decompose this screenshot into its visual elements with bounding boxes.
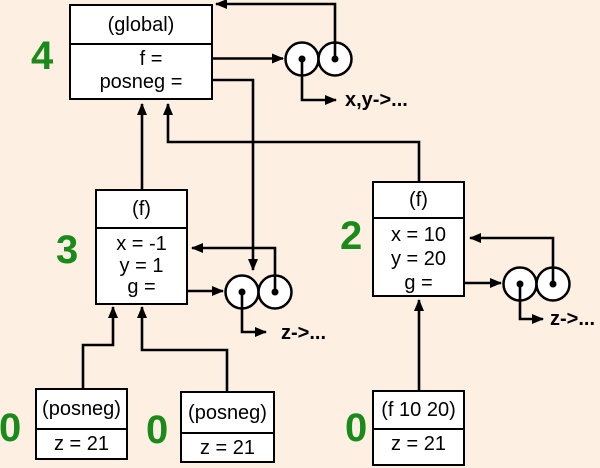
frame-posneg-call-2: (posneg) z = 21 [180, 391, 275, 463]
frame-f-call: (f 10 20) z = 21 [372, 390, 465, 466]
closure-params-label-g-left: z->... [281, 322, 327, 344]
frame-fcall-label: (f 10 20) [374, 392, 463, 430]
closure-dots [238, 55, 557, 296]
frame-posneg-call-1: (posneg) z = 21 [35, 388, 128, 460]
frame-pn2-label: (posneg) [182, 393, 273, 434]
g-right-closure-code-pointer [518, 284, 544, 324]
frame-f3-label: (f) [97, 191, 186, 229]
g-right-closure-env-pointer [469, 233, 555, 284]
posneg-call-1-parent-pointer [81, 306, 118, 388]
global-posneg-value-pointer [186, 78, 258, 271]
step-number-f-call: 0 [345, 406, 368, 450]
frame-pn1-label: (posneg) [37, 390, 126, 430]
binding-z: z = 21 [390, 433, 447, 455]
f2-parent-pointer [163, 103, 421, 181]
binding-g: g = [127, 276, 156, 298]
step-number-global: 4 [31, 34, 54, 78]
closure-pair-f [284, 41, 353, 77]
closure-params-label-f: x,y->... [345, 89, 408, 111]
binding-posneg: posneg = [99, 71, 183, 93]
closure-pair-g-right [502, 266, 571, 302]
binding-x: x = 10 [390, 224, 447, 246]
binding-z: z = 21 [53, 433, 110, 455]
binding-g: g = [404, 272, 433, 294]
frame-global-label: (global) [71, 6, 211, 45]
binding-f: f = [139, 48, 163, 70]
frame-f-step3: (f) x = -1 y = 1 g = [95, 189, 188, 305]
frame-f-step2: (f) x = 10 y = 20 g = [372, 181, 465, 297]
closure-pair-g-left [224, 274, 293, 310]
closure-params-label-g-right: z->... [550, 308, 596, 330]
step-number-posneg-call-2: 0 [146, 408, 169, 452]
g-left-closure-code-pointer [240, 292, 267, 337]
f-closure-code-pointer [300, 59, 337, 105]
binding-y: y = 20 [390, 248, 447, 270]
g-left-closure-env-pointer [191, 243, 277, 292]
frame-global: (global) f = posneg = [69, 4, 213, 100]
binding-y: y = 1 [119, 254, 164, 277]
step-number-f3: 3 [56, 228, 79, 272]
binding-x: x = -1 [116, 233, 167, 255]
step-number-f2: 2 [340, 214, 363, 258]
binding-z: z = 21 [199, 437, 256, 459]
posneg-call-2-parent-pointer [137, 306, 229, 391]
frame-f2-label: (f) [374, 183, 463, 219]
f-closure-env-pointer [215, 0, 337, 59]
step-number-posneg-call-1: 0 [0, 406, 22, 450]
